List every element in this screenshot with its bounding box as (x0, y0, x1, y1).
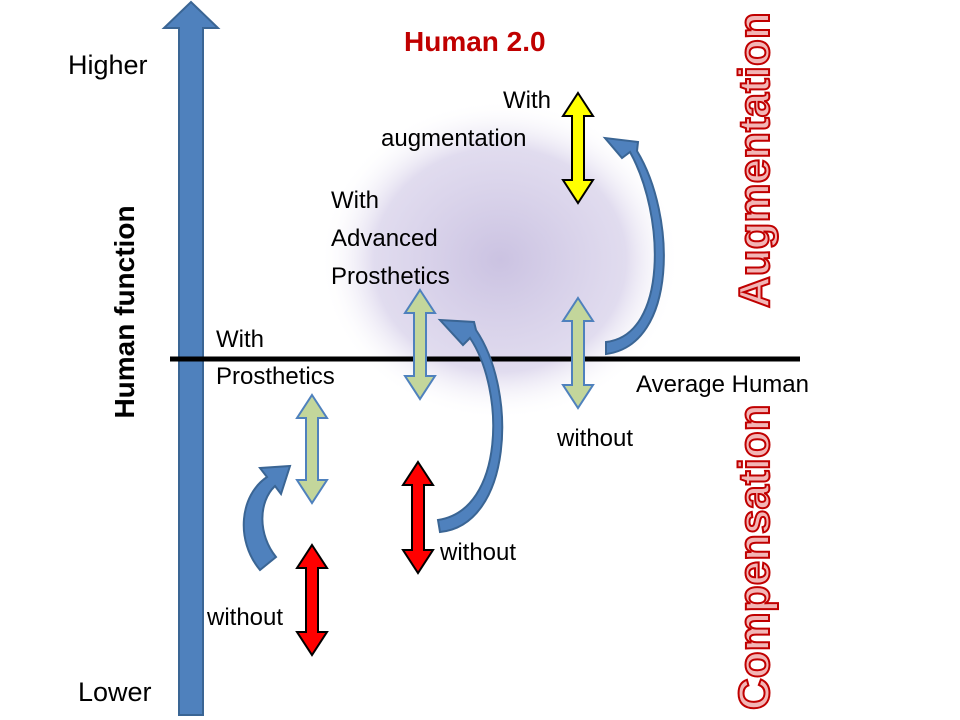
red-arrow-lower-left (295, 543, 329, 657)
axis-high-label: Higher (68, 50, 148, 80)
without-label-middle: without (440, 539, 517, 566)
without-label-right: without (557, 425, 634, 452)
curved-arrow-augmentation (602, 136, 665, 356)
with-augmentation-label-line2: augmentation (381, 125, 527, 152)
with-advanced-prosthetics-label-line2: Advanced (331, 225, 438, 252)
red-arrow-middle (401, 460, 435, 575)
curved-arrow-prosthetics (242, 464, 292, 572)
curved-arrow-advanced (436, 318, 504, 534)
yellow-arrow-augmentation (561, 91, 595, 205)
green-arrow-prosthetics (295, 393, 329, 505)
axis-title: Human function (109, 205, 140, 419)
region-compensation-label: Compensation (729, 403, 780, 711)
diagram-title: Human 2.0 (404, 26, 546, 57)
average-human-label: Average Human (636, 371, 809, 398)
green-arrow-advanced (403, 288, 437, 401)
with-advanced-prosthetics-label-line3: Prosthetics (331, 263, 450, 290)
region-augmentation-label: Augmentation (729, 11, 780, 309)
with-advanced-prosthetics-label-line1: With (331, 187, 379, 214)
without-label-lower-left: without (207, 604, 284, 631)
with-augmentation-label-line1: With (503, 87, 551, 114)
axis-low-label: Lower (78, 677, 152, 707)
with-prosthetics-label-line2: Prosthetics (216, 363, 335, 390)
green-arrow-without-right (561, 296, 595, 410)
with-prosthetics-label-line1: With (216, 326, 264, 353)
